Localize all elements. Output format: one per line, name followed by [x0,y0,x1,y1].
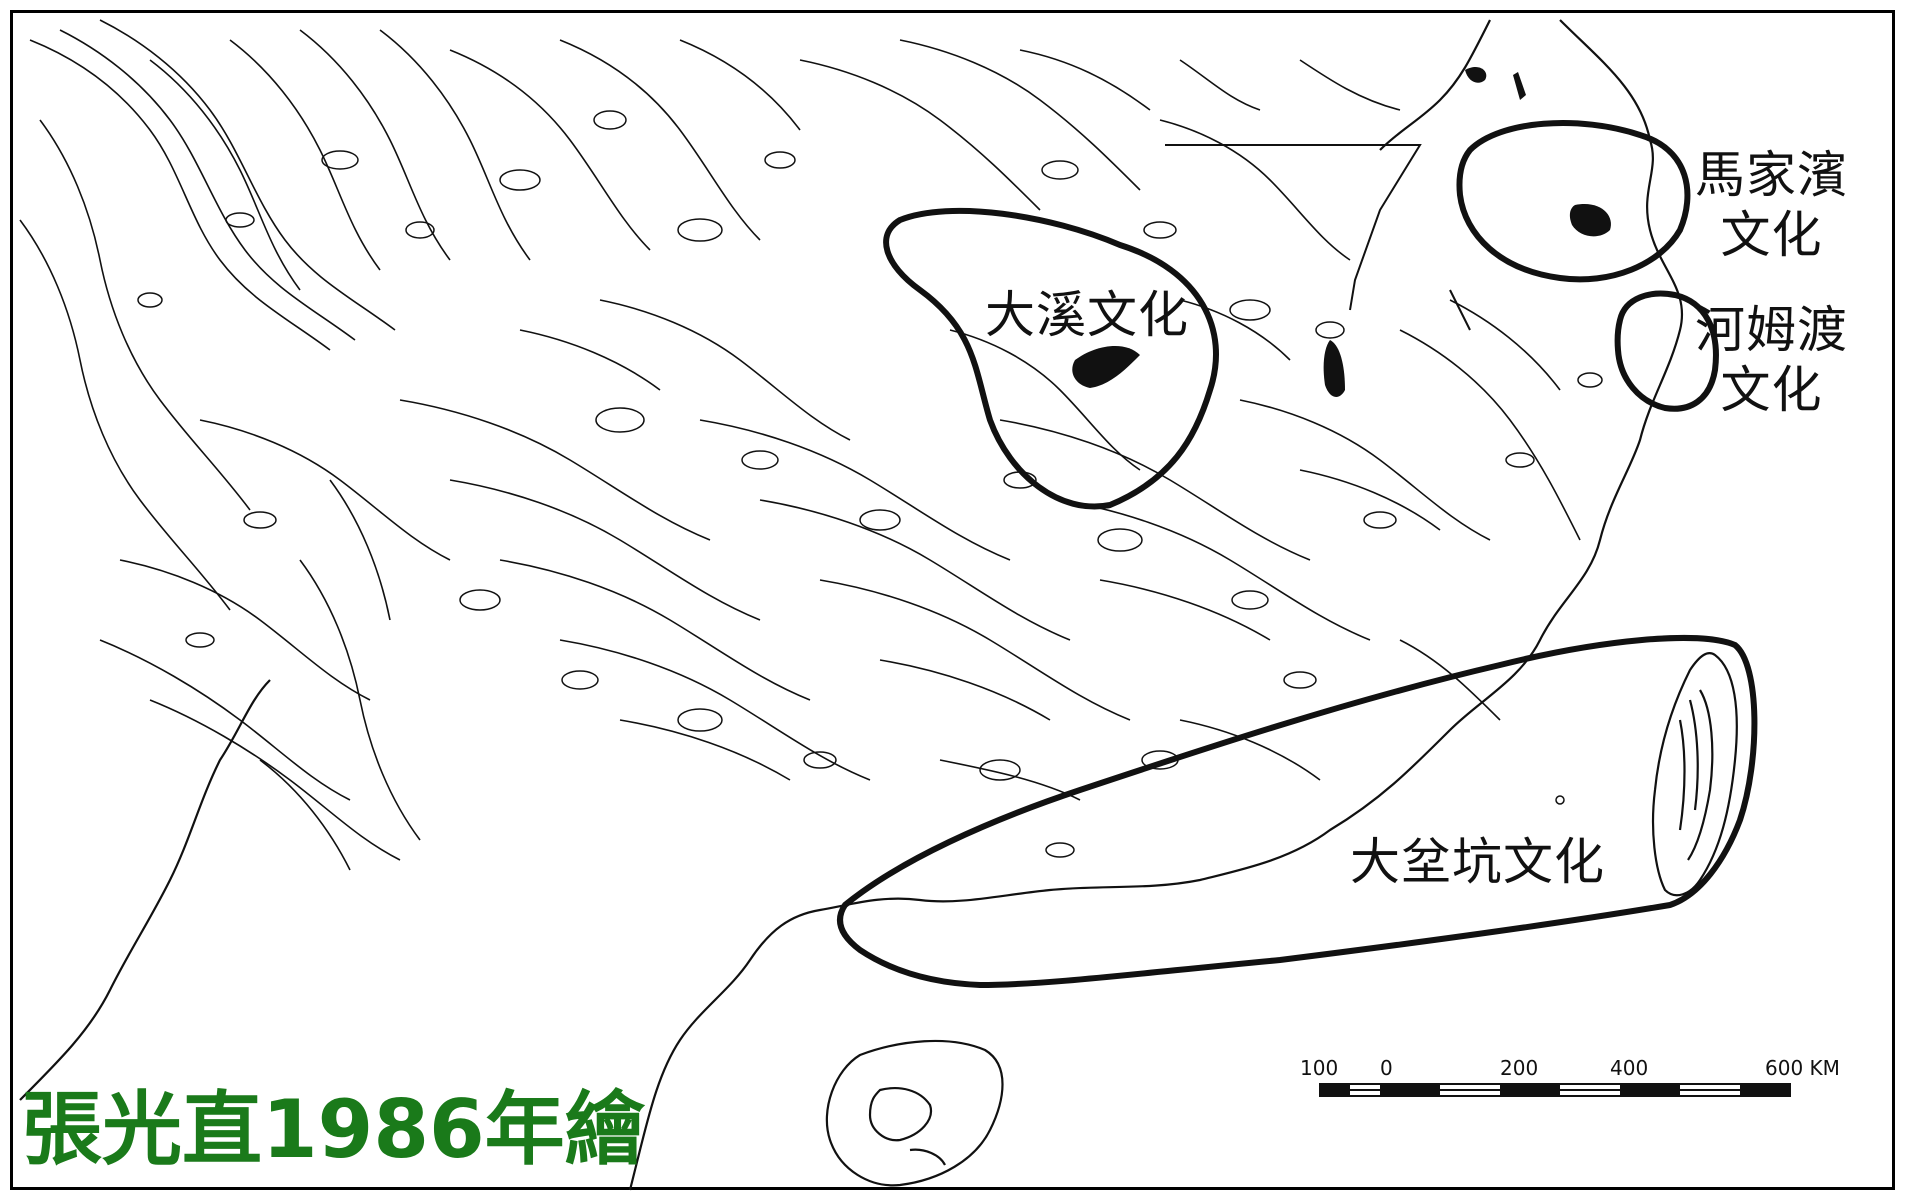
lakes [1072,67,1611,397]
hainan-island [825,1039,1004,1187]
hemudu-label-line1: 河姆渡 [1695,301,1848,359]
dabenkeng-boundary [837,634,1758,989]
terrain-patches [137,110,1603,858]
majiabang-culture-label: 馬家濱 文化 [1695,145,1848,265]
scale-bar: 100 0 200 400 600 KM [1300,1056,1840,1097]
scale-tick-label: 400 [1610,1056,1648,1080]
author-credit: 張光直1986年繪 [22,1083,645,1176]
coastline [19,19,1683,1191]
dabenkeng-label-line1: 大坌坑文化 [1350,833,1605,891]
scale-tick-label: 200 [1500,1056,1538,1080]
terrain-contours [19,19,1581,871]
daxi-boundary [883,207,1219,510]
daxi-culture-label: 大溪文化 [985,285,1189,345]
majiabang-boundary [1456,120,1691,283]
scale-tick-label: 600 KM [1765,1056,1840,1080]
hemudu-label-line2: 文化 [1720,361,1823,419]
hemudu-boundary [1614,290,1719,412]
daxi-label-line1: 大溪文化 [985,286,1189,344]
majiabang-label-line1: 馬家濱 [1695,146,1848,204]
majiabang-label-line2: 文化 [1720,206,1823,264]
river-lines [1165,144,1471,331]
taiwan-island [1651,652,1738,897]
culture-boundaries [837,120,1758,989]
hemudu-culture-label: 河姆渡 文化 [1695,300,1848,420]
scale-tick-label: 100 [1300,1056,1338,1080]
dabenkeng-culture-label: 大坌坑文化 [1350,832,1605,892]
scale-tick-label: 0 [1380,1056,1393,1080]
